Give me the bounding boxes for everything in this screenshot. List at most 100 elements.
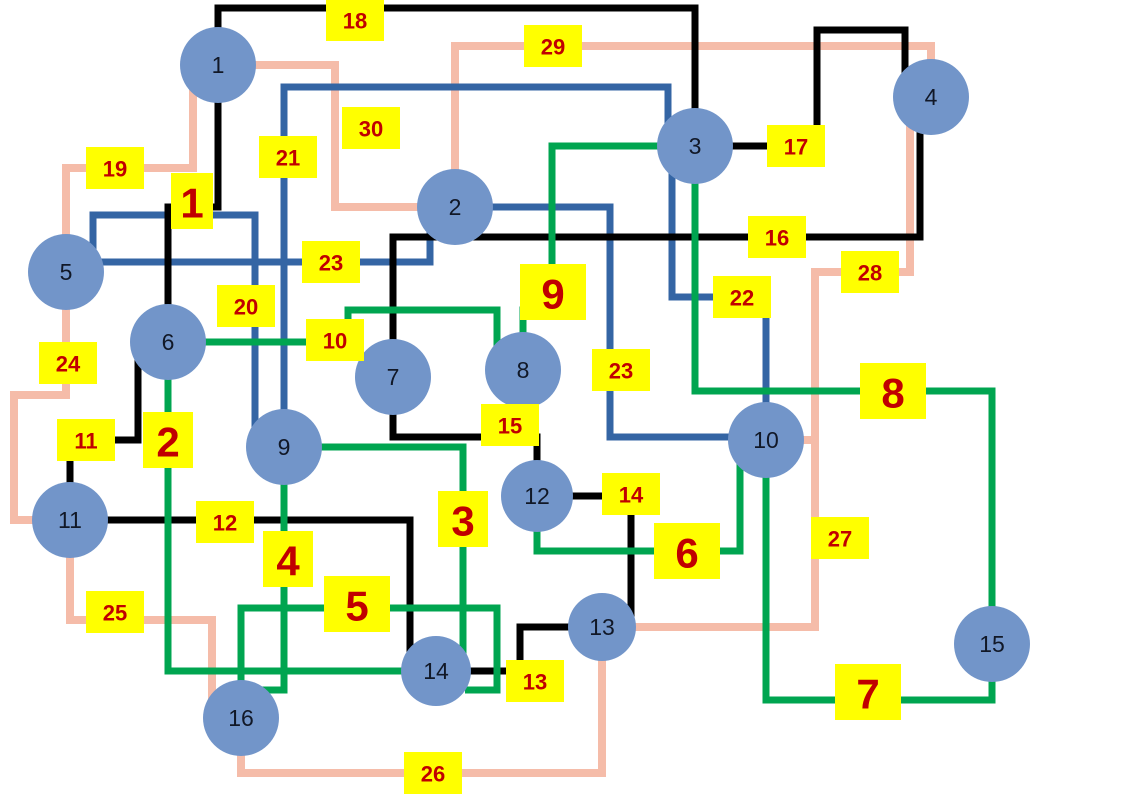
node-label-13: 13 [589,614,615,640]
edge-label-16-6: 16 [748,216,806,258]
edge-label-text: 26 [421,762,445,787]
node-label-14: 14 [423,658,449,684]
edge-label-text: 27 [828,527,852,552]
edge-label-box [171,173,213,229]
edge-label-13-20: 13 [506,660,564,702]
edge-label-text: 20 [234,295,258,320]
node-label-9: 9 [278,434,291,460]
node-circle-3 [657,108,733,184]
edge-label-box [767,125,825,167]
edge-label-22-9: 22 [713,276,771,318]
edge-label-1-22: 1 [171,173,213,229]
edge-label-text: 19 [103,157,127,182]
edge-label-text: 25 [103,601,127,626]
edge-label-text: 5 [345,583,368,630]
node-label-7: 7 [387,364,400,390]
node-label-8: 8 [517,357,530,383]
edge-label-23-8: 23 [302,241,360,283]
edge-label-27-18: 27 [811,517,869,559]
edge-label-14-16: 14 [602,473,660,515]
edge-label-text: 29 [541,35,565,60]
edge-label-box [860,363,926,419]
edge-label-text: 22 [730,286,754,311]
edge-label-box [143,412,193,468]
edge-label-text: 30 [359,117,383,142]
edge-label-text: 6 [675,530,698,577]
edge-label-3-26: 3 [438,491,488,547]
edge-label-box [326,0,384,41]
edge-label-6-28: 6 [654,523,720,579]
edge-pink-1-2 [218,61,455,211]
edge-label-25-19: 25 [86,591,144,633]
edge-label-15-14: 15 [481,404,539,446]
edge-label-text: 16 [765,226,789,251]
node-2: 2 [417,169,493,245]
edge-label-11-15: 11 [57,419,115,461]
edge-label-text: 15 [498,414,522,439]
edge-label-4-27: 4 [263,531,313,587]
node-label-5: 5 [60,259,73,285]
node-8: 8 [485,332,561,408]
edge-label-text: 23 [319,251,343,276]
edge-label-box [811,517,869,559]
edge-label-5-29: 5 [324,576,390,632]
node-label-6: 6 [162,329,175,355]
node-circle-11 [32,482,108,558]
edge-label-box [86,591,144,633]
edge-label-2-25: 2 [143,412,193,468]
node-13: 13 [568,593,636,661]
node-circle-7 [355,339,431,415]
edge-label-20-10: 20 [217,285,275,327]
edge-label-box [263,531,313,587]
node-9: 9 [246,409,322,485]
edge-label-box [404,752,462,794]
node-label-11: 11 [58,507,82,533]
edge-label-text: 18 [343,9,367,34]
edge-label-box [524,25,582,67]
node-label-1: 1 [212,52,225,78]
edge-label-box [841,251,899,293]
node-circle-6 [130,304,206,380]
edge-label-23-13: 23 [592,349,650,391]
edge-label-text: 1 [180,180,203,227]
edge-label-7-30: 7 [835,664,901,720]
node-circle-2 [417,169,493,245]
node-circle-13 [568,593,636,661]
edge-green-3-15 [691,146,996,644]
edge-label-box [302,241,360,283]
node-11: 11 [32,482,108,558]
node-15: 15 [954,606,1030,682]
node-label-16: 16 [228,705,254,731]
edge-label-18-0: 18 [326,0,384,41]
edge-label-box [196,501,254,543]
node-7: 7 [355,339,431,415]
edge-green-16-14 [237,604,501,718]
edge-label-box [39,342,97,384]
edge-label-text: 8 [881,370,904,417]
edge-label-text: 23 [609,359,633,384]
edge-label-text: 12 [213,511,237,536]
edge-label-26-21: 26 [404,752,462,794]
edge-label-17-5: 17 [767,125,825,167]
node-circle-8 [485,332,561,408]
edge-label-text: 9 [541,271,564,318]
node-6: 6 [130,304,206,380]
edge-label-box [324,576,390,632]
edge-blue-2-10 [455,203,766,441]
node-10: 10 [728,402,804,478]
node-circle-12 [501,460,573,532]
edge-label-text: 7 [856,671,879,718]
edge-label-text: 10 [323,329,347,354]
edge-label-box [306,319,364,361]
edge-label-text: 28 [858,261,882,286]
node-circle-14 [401,636,471,706]
node-1: 1 [180,27,256,103]
node-label-3: 3 [689,133,702,159]
edge-label-box [654,523,720,579]
edge-label-box [342,107,400,149]
edge-label-text: 24 [56,352,81,377]
node-circle-9 [246,409,322,485]
edge-label-9-23: 9 [520,264,586,320]
